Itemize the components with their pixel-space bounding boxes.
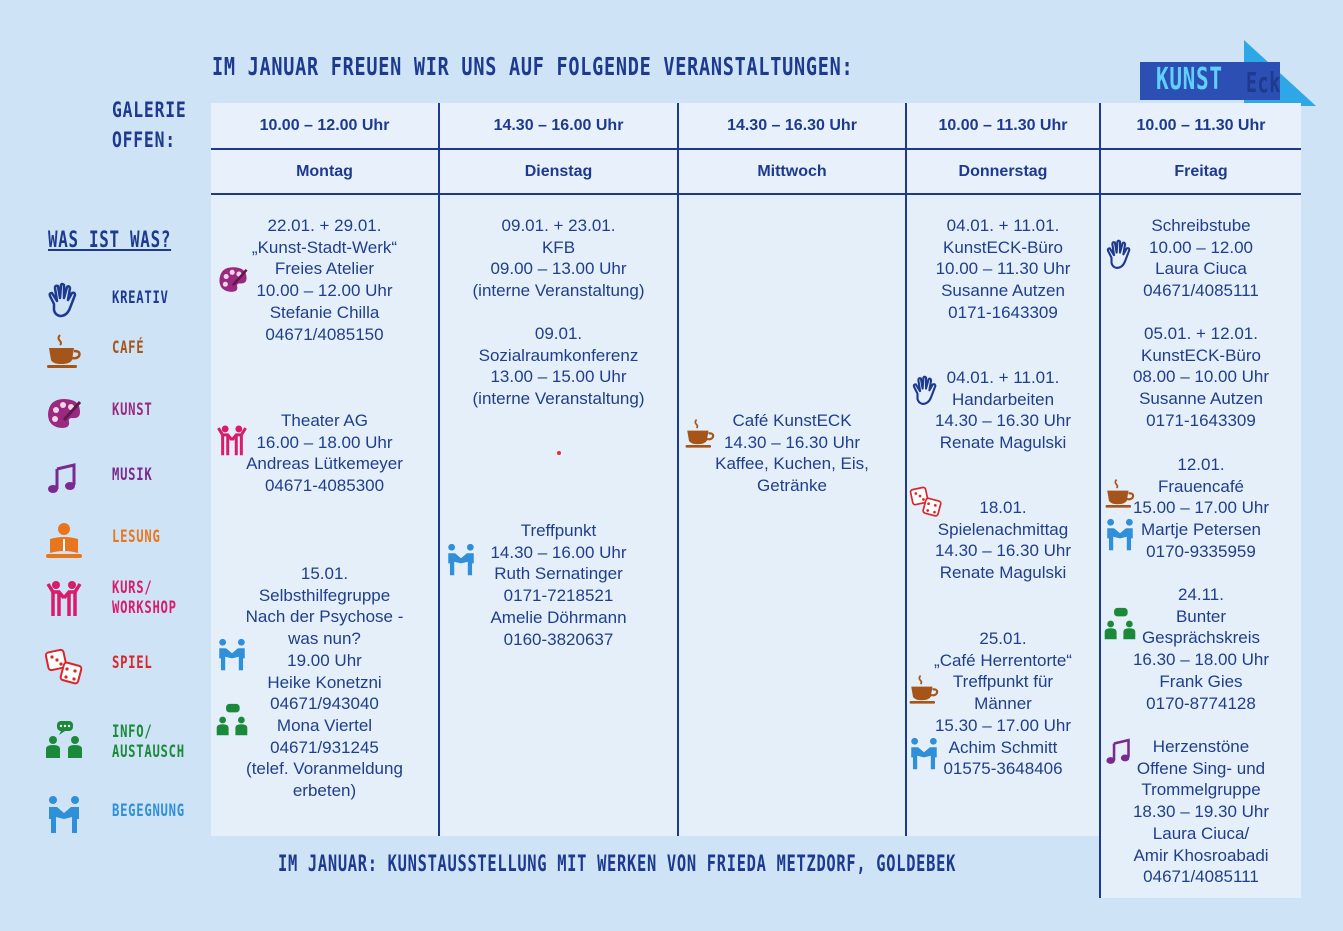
music-note-icon [1106, 738, 1130, 764]
day-header: Mittwoch [679, 150, 905, 195]
event-item: 15.01. Selbsthilfegruppe Nach der Psycho… [245, 564, 404, 801]
coffee-cup-icon [909, 674, 939, 704]
day-header: Montag [211, 150, 438, 195]
event-item: 24.11. Bunter Gesprächskreis 16.30 – 18.… [1132, 585, 1270, 713]
time-header: 14.30 – 16.00 Uhr [440, 103, 677, 150]
column-montag: 10.00 – 12.00 Uhr Montag 22.01. + 29.01.… [211, 103, 438, 836]
legend-item-lesung: LESUNG [44, 521, 204, 565]
event-item: Schreibstube 10.00 – 12.00 Laura Ciuca 0… [1143, 216, 1259, 301]
meeting-icon [219, 638, 245, 671]
music-note-icon [48, 463, 76, 493]
event-item: 09.01. + 23.01. KFB 09.00 – 13.00 Uhr (i… [472, 216, 645, 301]
column-donnerstag: 10.00 – 11.30 Uhr Donnerstag 04.01. + 11… [907, 103, 1099, 836]
coffee-cup-icon [685, 418, 715, 448]
dice-icon [909, 486, 942, 517]
time-header: 10.00 – 12.00 Uhr [211, 103, 438, 150]
exhibition-footer: IM JANUAR: KUNSTAUSSTELLUNG MIT WERKEN V… [278, 852, 957, 877]
reading-icon [46, 523, 82, 558]
event-item: 18.01. Spielenachmittag 14.30 – 16.30 Uh… [934, 498, 1072, 583]
event-item: Herzenstöne Offene Sing- und Trommelgrup… [1132, 737, 1270, 887]
legend-label-text: INFO/ AUSTAUSCH [112, 722, 185, 762]
meeting-icon [49, 796, 79, 833]
column-divider [905, 103, 907, 836]
meeting-icon [448, 543, 474, 576]
event-item: 25.01. „Café Herrentorte“ Treffpunkt für… [934, 629, 1072, 779]
legend-label: CAFÉ [112, 338, 145, 358]
day-events: 04.01. + 11.01. KunstECK-Büro 10.00 – 11… [907, 195, 1099, 836]
column-divider [438, 103, 440, 836]
hand-icon [1106, 239, 1131, 269]
column-freitag: 10.00 – 11.30 Uhr Freitag Schreibstube 1… [1101, 103, 1301, 898]
event-item: 22.01. + 29.01. „Kunst-Stadt-Werk“ Freie… [251, 216, 398, 344]
event-item: 05.01. + 12.01. KunstECK-Büro 08.00 – 10… [1132, 324, 1270, 430]
column-divider [677, 103, 679, 836]
legend-label-text: KURS/ WORKSHOP [112, 578, 177, 618]
dice-icon [44, 648, 83, 685]
day-header: Donnerstag [907, 150, 1099, 195]
column-dienstag: 14.30 – 16.00 Uhr Dienstag 09.01. + 23.0… [440, 103, 677, 836]
legend-label: SPIEL [112, 653, 153, 673]
gallery-line-1: GALERIE [112, 98, 187, 122]
legend-label: KUNST [112, 400, 153, 420]
legend-title: WAS IST WAS? [48, 228, 172, 253]
time-header: 10.00 – 11.30 Uhr [907, 103, 1099, 150]
day-events: Café KunstECK 14.30 – 16.30 Uhr Kaffee, … [679, 195, 905, 836]
event-item: 12.01. Frauencafé 15.00 – 17.00 Uhr Mart… [1132, 455, 1270, 561]
event-item: 04.01. + 11.01. KunstECK-Büro 10.00 – 11… [935, 216, 1071, 322]
day-events: 22.01. + 29.01. „Kunst-Stadt-Werk“ Freie… [211, 195, 438, 836]
legend-label: KURS/ WORKSHOP [112, 578, 177, 618]
legend-item-info-austausch: INFO/ AUSTAUSCH [44, 720, 204, 764]
time-header: 14.30 – 16.30 Uhr [679, 103, 905, 150]
legend-item-cafe: CAFÉ [44, 332, 204, 376]
people-icon [217, 425, 247, 456]
people-icon [46, 581, 82, 616]
weekly-schedule-table: 10.00 – 12.00 Uhr Montag 22.01. + 29.01.… [211, 103, 1301, 898]
day-header: Dienstag [440, 150, 677, 195]
day-header: Freitag [1101, 150, 1301, 195]
legend-label: KREATIV [112, 288, 169, 308]
chat-people-icon [216, 703, 248, 736]
meeting-icon [911, 737, 937, 770]
event-item: Theater AG 16.00 – 18.00 Uhr Andreas Lüt… [246, 411, 403, 496]
day-events: Schreibstube 10.00 – 12.00 Laura Ciuca 0… [1101, 195, 1301, 898]
legend-item-spiel: SPIEL [44, 647, 204, 691]
hand-icon [912, 375, 937, 405]
event-item: Treffpunkt 14.30 – 16.00 Uhr Ruth Sernat… [490, 521, 627, 649]
column-mittwoch: 14.30 – 16.30 Uhr Mittwoch Café KunstECK… [679, 103, 905, 836]
legend-item-musik: MUSIK [44, 459, 204, 503]
legend-item-begegnung: BEGEGNUNG [44, 795, 204, 839]
logo-text-eck: Eck [1246, 66, 1281, 99]
kunsteck-logo: KUNST Eck [1138, 40, 1318, 106]
palette-icon [48, 399, 82, 428]
event-item: Café KunstECK 14.30 – 16.30 Uhr Kaffee, … [715, 411, 869, 496]
time-header: 10.00 – 11.30 Uhr [1101, 103, 1301, 150]
gallery-line-2: OFFEN: [112, 128, 176, 152]
coffee-cup-icon [47, 334, 81, 368]
event-item: 04.01. + 11.01. Handarbeiten 14.30 – 16.… [934, 368, 1072, 453]
legend-item-kreativ: KREATIV [44, 282, 204, 326]
event-item: 09.01. Sozialraumkonferenz 13.00 – 15.00… [472, 324, 645, 409]
day-events: 09.01. + 23.01. KFB 09.00 – 13.00 Uhr (i… [440, 195, 677, 836]
meeting-icon [1107, 518, 1133, 551]
palette-icon [219, 267, 248, 292]
red-dot [557, 451, 561, 455]
logo-text-kunst: KUNST [1156, 62, 1223, 97]
chat-people-icon [1104, 607, 1136, 640]
legend-label: MUSIK [112, 465, 153, 485]
page-headline: IM JANUAR FREUEN WIR UNS AUF FOLGENDE VE… [212, 52, 854, 81]
legend-label: BEGEGNUNG [112, 801, 185, 821]
legend-label: INFO/ AUSTAUSCH [112, 722, 185, 762]
legend-item-kurs-workshop: KURS/ WORKSHOP [44, 578, 204, 622]
hand-icon [48, 282, 77, 318]
column-divider [1099, 103, 1101, 898]
chat-people-icon [46, 721, 82, 758]
legend-item-kunst: KUNST [44, 394, 204, 438]
gallery-open-label: GALERIE OFFEN: [112, 95, 187, 155]
legend-label: LESUNG [112, 527, 161, 547]
coffee-cup-icon [1105, 478, 1135, 508]
